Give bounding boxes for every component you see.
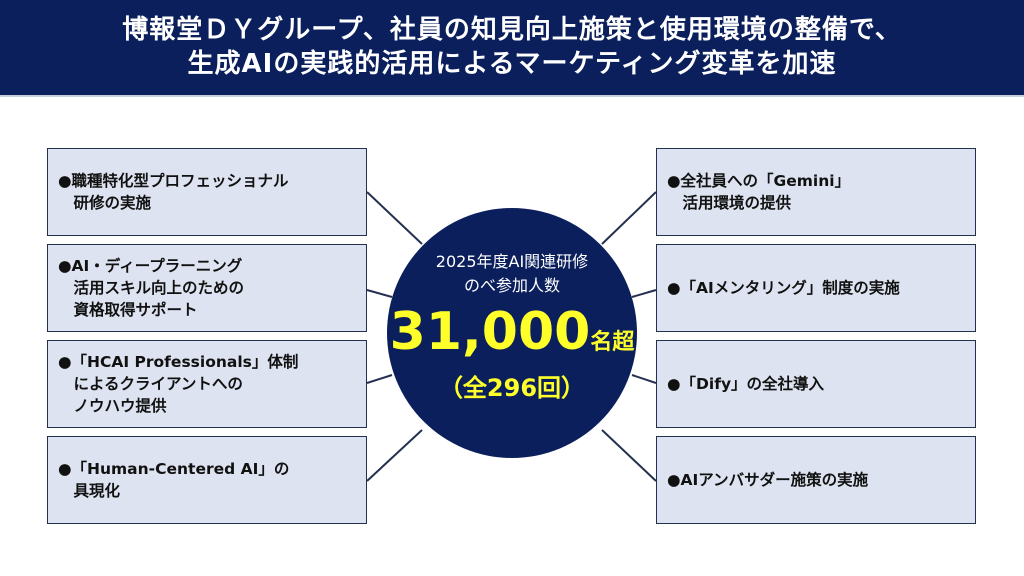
divider (0, 95, 1024, 97)
initiative-box-left-4: ●「Human-Centered AI」の 具現化 (47, 436, 367, 524)
initiative-box-left-2: ●AI・ディープラーニング 活用スキル向上のための 資格取得サポート (47, 244, 367, 332)
connector-line (366, 429, 423, 482)
initiative-box-right-3: ●「Dify」の全社導入 (656, 340, 976, 428)
participants-circle: 2025年度AI関連研修 のべ参加人数 31,000名超 （全296回） (387, 208, 637, 458)
initiative-box-left-3: ●「HCAI Professionals」体制 によるクライアントへの ノウハウ… (47, 340, 367, 428)
connector-line (366, 191, 423, 245)
connector-line (601, 191, 657, 245)
connector-line (601, 429, 657, 482)
initiative-box-left-1: ●職種特化型プロフェッショナル 研修の実施 (47, 148, 367, 236)
connector-line (366, 289, 393, 298)
count-unit: 名超 (590, 330, 635, 355)
connector-line (366, 374, 393, 384)
title-banner: 博報堂ＤＹグループ、社員の知見向上施策と使用環境の整備で、 生成AIの実践的活用… (0, 0, 1024, 95)
initiative-box-right-1: ●全社員への「Gemini」 活用環境の提供 (656, 148, 976, 236)
participant-count: 31,000名超 (387, 302, 637, 373)
count-number: 31,000 (389, 302, 591, 362)
session-count: （全296回） (438, 374, 586, 402)
connector-line (631, 374, 657, 384)
title-line-1: 博報堂ＤＹグループ、社員の知見向上施策と使用環境の整備で、 (122, 15, 902, 45)
initiative-box-right-4: ●AIアンバサダー施策の実施 (656, 436, 976, 524)
circle-caption: 2025年度AI関連研修 のべ参加人数 (435, 252, 589, 295)
title-line-2: 生成AIの実践的活用によるマーケティング変革を加速 (187, 49, 837, 79)
connector-line (631, 289, 657, 298)
initiative-box-right-2: ●「AIメンタリング」制度の実施 (656, 244, 976, 332)
